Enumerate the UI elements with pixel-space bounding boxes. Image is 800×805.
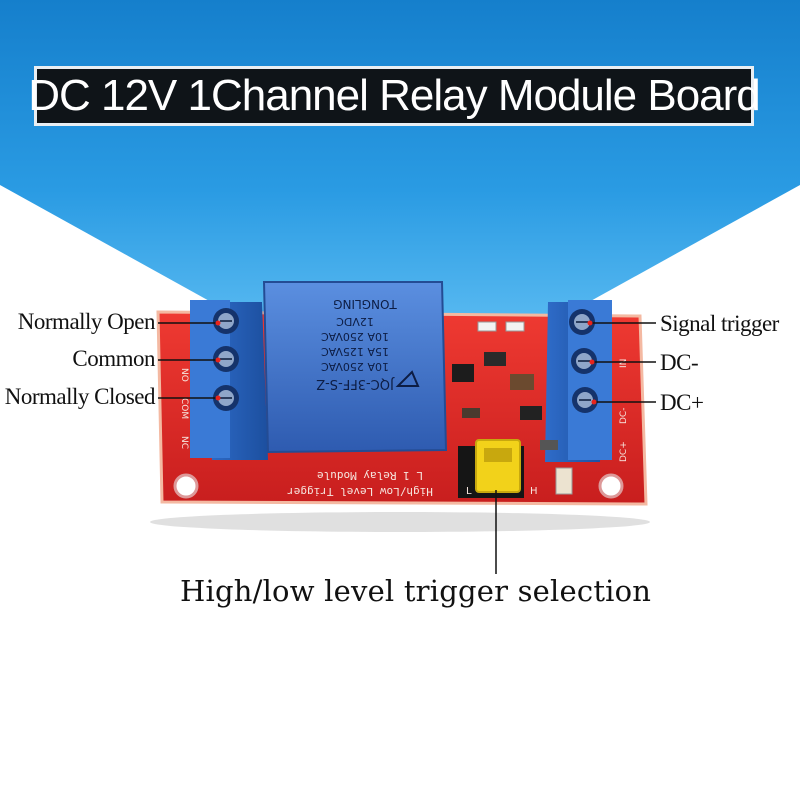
callout-dc-minus: DC- bbox=[660, 350, 699, 375]
relay-line-3: 15A 125VAC bbox=[321, 345, 389, 358]
pin-label-in: IN bbox=[619, 359, 629, 368]
callout-common: Common bbox=[72, 346, 155, 371]
relay-logo-icon bbox=[395, 370, 420, 387]
callout-dc-plus: DC+ bbox=[660, 390, 704, 415]
right-terminal-block bbox=[545, 300, 612, 462]
relay-line-2: 10A 250VAC bbox=[321, 360, 389, 373]
callout-dots bbox=[215, 320, 597, 405]
relay-line-4: 10A 250VAC bbox=[321, 330, 389, 343]
trigger-jumper bbox=[458, 439, 524, 498]
pin-label-nc: NC bbox=[179, 436, 189, 449]
left-pin-labels: NO COM NC bbox=[179, 368, 189, 449]
callout-trigger-selection: High/low level trigger selection bbox=[180, 574, 652, 608]
pin-label-dc-minus: DC- bbox=[619, 408, 629, 424]
jumper-label-l: L bbox=[466, 486, 472, 497]
board-shadow bbox=[150, 512, 650, 532]
silk-line-2: L 1 Relay Module bbox=[317, 469, 423, 482]
callout-signal-trigger: Signal trigger bbox=[660, 311, 779, 336]
silk-line-1: High/Low Level Trigger bbox=[287, 485, 433, 498]
relay-line-5: 12VDC bbox=[336, 315, 374, 328]
page-title: DC 12V 1Channel Relay Module Board bbox=[28, 71, 761, 120]
mount-hole-left bbox=[173, 473, 199, 499]
left-terminal-block bbox=[190, 300, 268, 460]
pin-label-com: COM bbox=[179, 398, 189, 419]
board-components bbox=[452, 321, 573, 495]
blue-backdrop bbox=[0, 0, 800, 318]
mount-hole-right bbox=[598, 473, 624, 499]
callout-lines bbox=[158, 322, 656, 574]
relay-line-1: JQC-3FF-S-Z bbox=[316, 376, 395, 391]
relay-brand: TONGLING bbox=[333, 297, 398, 311]
jumper-label-h: H bbox=[530, 486, 538, 497]
pin-label-dc-plus: DC+ bbox=[619, 441, 629, 462]
right-pin-labels: IN DC- DC+ bbox=[619, 359, 629, 462]
title-banner: DC 12V 1Channel Relay Module Board bbox=[28, 66, 761, 126]
callout-normally-closed: Normally Closed bbox=[4, 384, 156, 409]
callout-normally-open: Normally Open bbox=[17, 309, 156, 334]
pin-label-no: NO bbox=[179, 368, 189, 382]
relay: JQC-3FF-S-Z 10A 250VAC 15A 125VAC 10A 25… bbox=[262, 281, 448, 454]
